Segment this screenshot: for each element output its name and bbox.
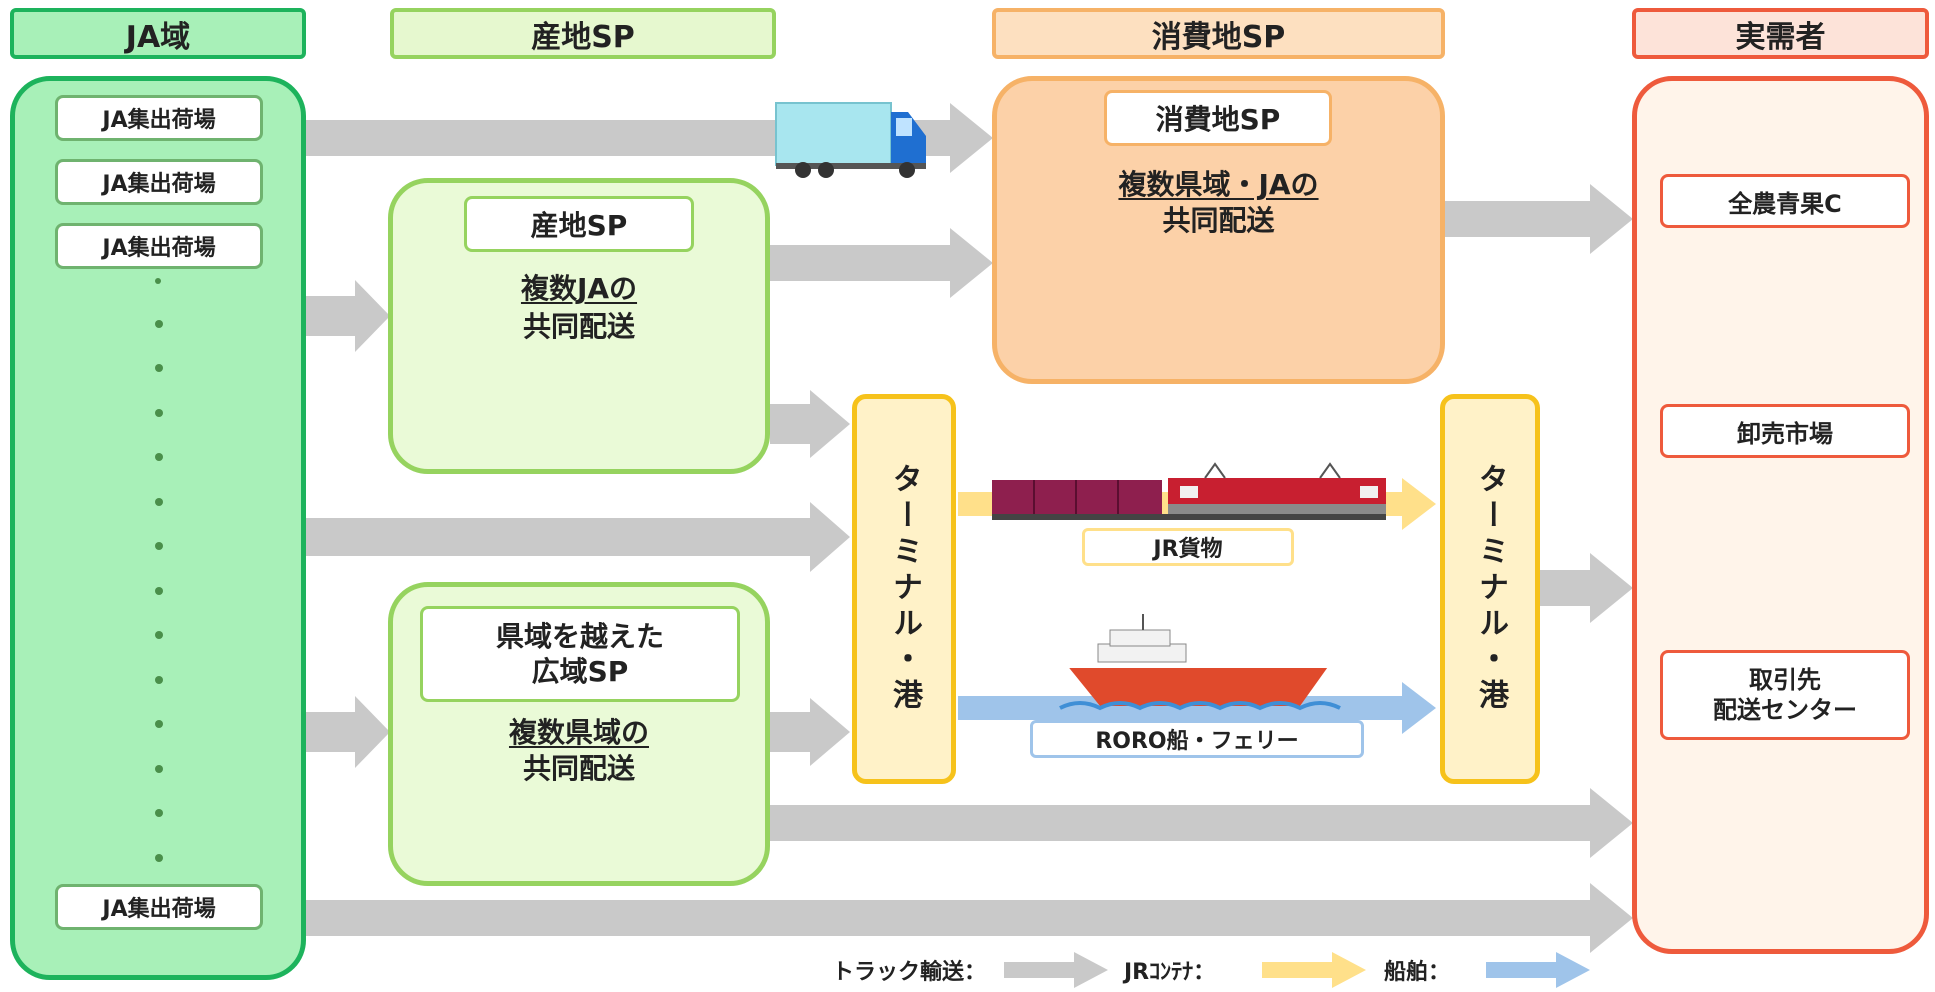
truck-arrow-kouiki-to-terminal bbox=[770, 698, 850, 766]
terminal-left: ターミナル・港 bbox=[852, 394, 956, 784]
ja-station-last: JA集出荷場 bbox=[55, 884, 263, 930]
ja-station-3: JA集出荷場 bbox=[55, 223, 263, 269]
kouiki-sp-title: 県域を越えた 広域SP bbox=[420, 606, 740, 702]
ja-station-1: JA集出荷場 bbox=[55, 95, 263, 141]
sanchi-sp-subtitle-1: 複数JAの bbox=[520, 272, 638, 305]
legend-jr-arrow bbox=[1262, 952, 1366, 988]
ship-icon bbox=[1059, 614, 1341, 711]
kouiki-sp-title-2: 広域SP bbox=[531, 655, 629, 688]
truck-arrow-terminal-to-consumer bbox=[1538, 553, 1633, 623]
ja-station-2: JA集出荷場 bbox=[55, 159, 263, 205]
consumer-torihikisaki: 取引先 配送センター bbox=[1660, 650, 1910, 740]
roro-ferry-label: RORO船・フェリー bbox=[1030, 720, 1364, 758]
truck-icon bbox=[775, 102, 926, 178]
truck-arrow-sanchi-to-shohi bbox=[770, 228, 993, 298]
legend-ship-label: 船舶： bbox=[1384, 960, 1451, 985]
terminal-right: ターミナル・港 bbox=[1440, 394, 1540, 784]
consumer-zennoh: 全農青果C bbox=[1660, 174, 1910, 228]
kouiki-sp-title-1: 県域を越えた bbox=[495, 620, 664, 653]
shohi-sp-title: 消費地SP bbox=[1104, 90, 1332, 146]
legend-truck-label: トラック輸送： bbox=[832, 960, 987, 985]
truck-arrow-kouiki-to-torihikisaki bbox=[770, 788, 1633, 858]
sanchi-sp-title: 産地SP bbox=[464, 196, 694, 252]
legend-truck-arrow bbox=[1004, 952, 1108, 988]
header-shohi-sp: 消費地SP bbox=[992, 8, 1445, 59]
sanchi-sp-subtitle-2: 共同配送 bbox=[522, 310, 635, 343]
truck-arrow-ja-to-kouiki bbox=[300, 696, 390, 768]
kouiki-sp-subtitle-1: 複数県域の bbox=[508, 716, 649, 749]
truck-arrow-ja-to-sanchi bbox=[300, 280, 390, 352]
shohi-sp-subtitle-1: 複数県域・JAの bbox=[1118, 168, 1319, 201]
consumer-torihikisaki-2: 配送センター bbox=[1713, 696, 1857, 724]
consumer-oroshiuri: 卸売市場 bbox=[1660, 404, 1910, 458]
terminal-left-label: ターミナル・港 bbox=[887, 463, 922, 715]
ship-arrow bbox=[958, 682, 1436, 734]
truck-arrow-sanchi-to-terminal bbox=[770, 390, 850, 458]
truck-arrow-shohi-to-zennoh bbox=[1445, 184, 1633, 254]
kouiki-sp-subtitle-2: 共同配送 bbox=[522, 752, 635, 785]
truck-arrow-ja-to-torihikisaki bbox=[300, 883, 1633, 953]
truck-arrow-ja-to-terminal bbox=[300, 502, 850, 572]
header-jitsujusha: 実需者 bbox=[1632, 8, 1929, 59]
shohi-sp-subtitle-2: 共同配送 bbox=[1162, 204, 1275, 237]
header-ja-area: JA域 bbox=[10, 8, 306, 59]
terminal-right-label: ターミナル・港 bbox=[1473, 463, 1508, 715]
ja-area-panel bbox=[10, 76, 306, 980]
header-sanchi-sp: 産地SP bbox=[390, 8, 776, 59]
legend-ship-arrow bbox=[1486, 952, 1590, 988]
consumer-torihikisaki-1: 取引先 bbox=[1749, 666, 1821, 694]
jr-freight-label: JR貨物 bbox=[1082, 528, 1294, 566]
train-icon bbox=[992, 462, 1386, 520]
legend-jr-label: JRｺﾝﾃﾅ： bbox=[1124, 960, 1216, 985]
